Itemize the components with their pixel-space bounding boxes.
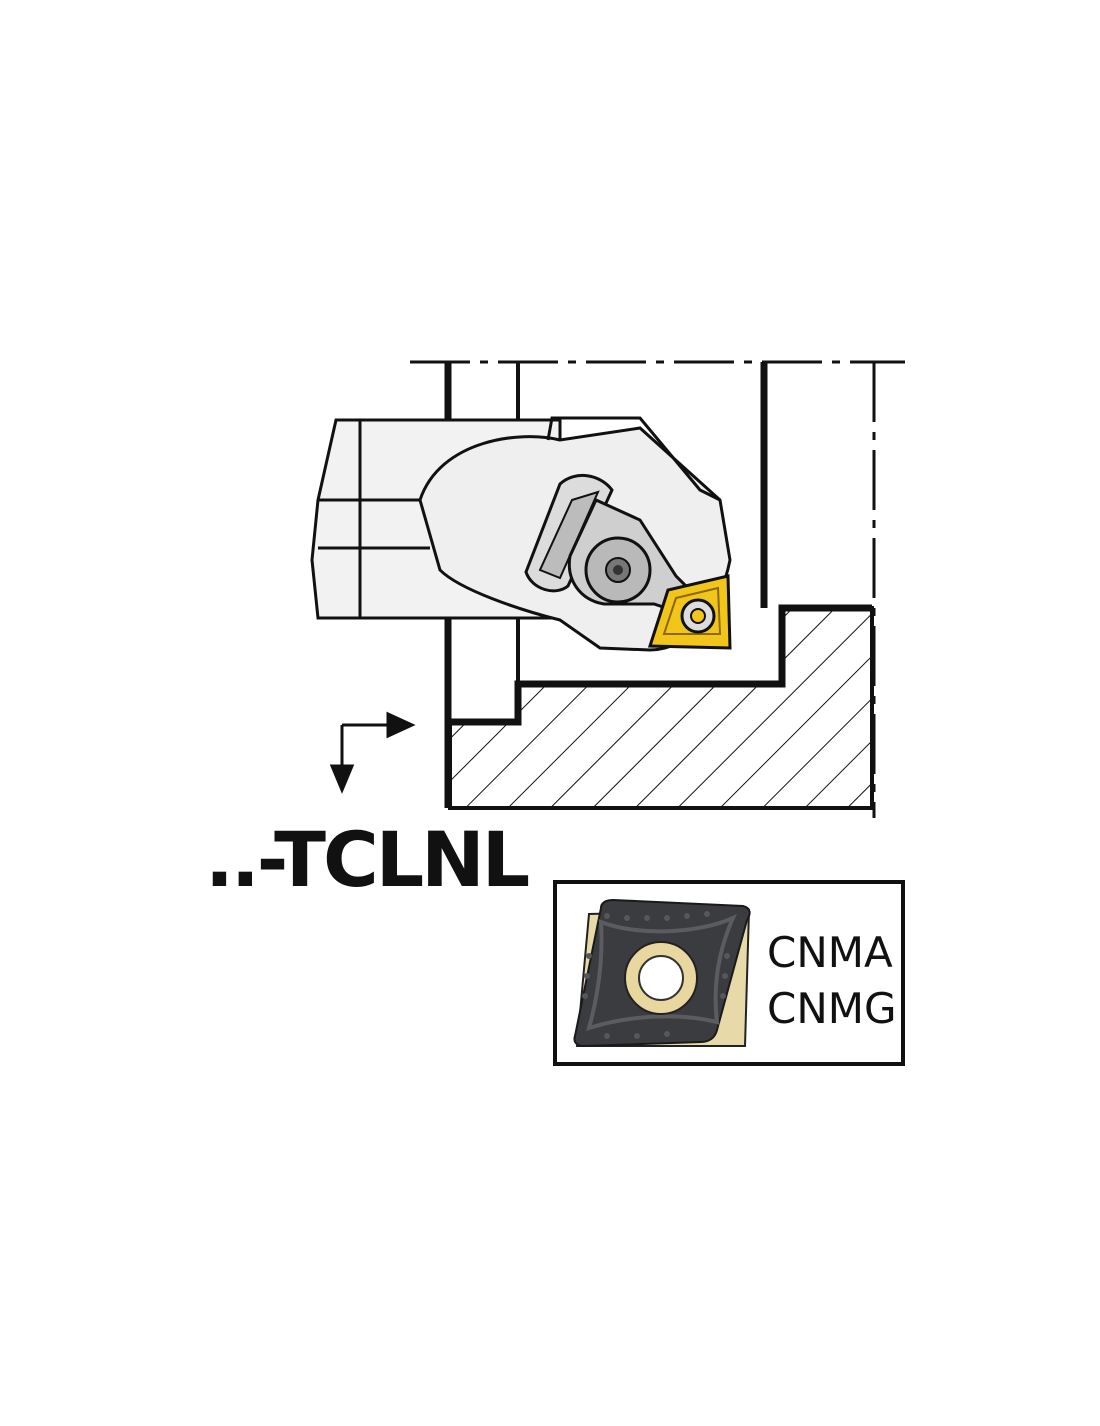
tool-code-label: ..-TCLNL [205,815,530,904]
workpiece-section [448,604,874,810]
cutting-insert-icon [647,574,732,650]
insert-grade-cnma: CNMA [767,928,893,977]
feed-direction-arrows-icon [329,711,416,794]
center-lines [410,360,905,818]
insert-grade-cnmg: CNMG [767,984,897,1033]
insert-legend-box: CNMA CNMG [553,880,905,1066]
boring-bar-holder-icon [310,416,732,652]
cnm-insert-icon [573,898,751,1048]
